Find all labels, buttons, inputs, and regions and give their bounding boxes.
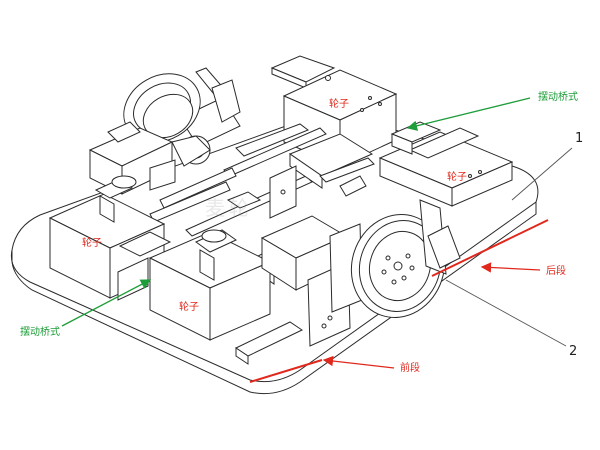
rear-section-arrow [480,262,541,273]
watermark: 麦轮 [205,196,253,220]
wheel-label-front-left: 轮子 [82,238,102,249]
front-section-arrow [322,355,395,369]
front-section-line [249,359,323,383]
swing-bridge-arrows [61,97,531,327]
callout-1-label: 1 [575,131,584,146]
wheel-label-front-center: 轮子 [179,302,199,313]
callout-lines [445,147,573,347]
front-left-wheel-module [48,175,304,365]
swing-bridge-label-top: 摆动桥式 [538,92,578,103]
callout-2-label: 2 [569,344,578,359]
callout-1-leader [511,147,573,201]
wheel-label-rear-right: 轮子 [447,172,467,183]
front-right-drive-wheel [260,199,461,347]
swing-bridge-arrow-top [406,97,531,131]
swing-bridge-arrow-left [61,279,152,327]
rear-section-label: 后段 [546,266,566,277]
swing-bridge-label-left: 摆动桥式 [20,327,60,338]
section-annotations [249,219,549,383]
front-section-label: 前段 [400,363,420,374]
callout-2-leader [445,279,567,347]
rear-section-line [431,219,549,277]
wheel-label-rear-right-top: 轮子 [329,99,349,110]
